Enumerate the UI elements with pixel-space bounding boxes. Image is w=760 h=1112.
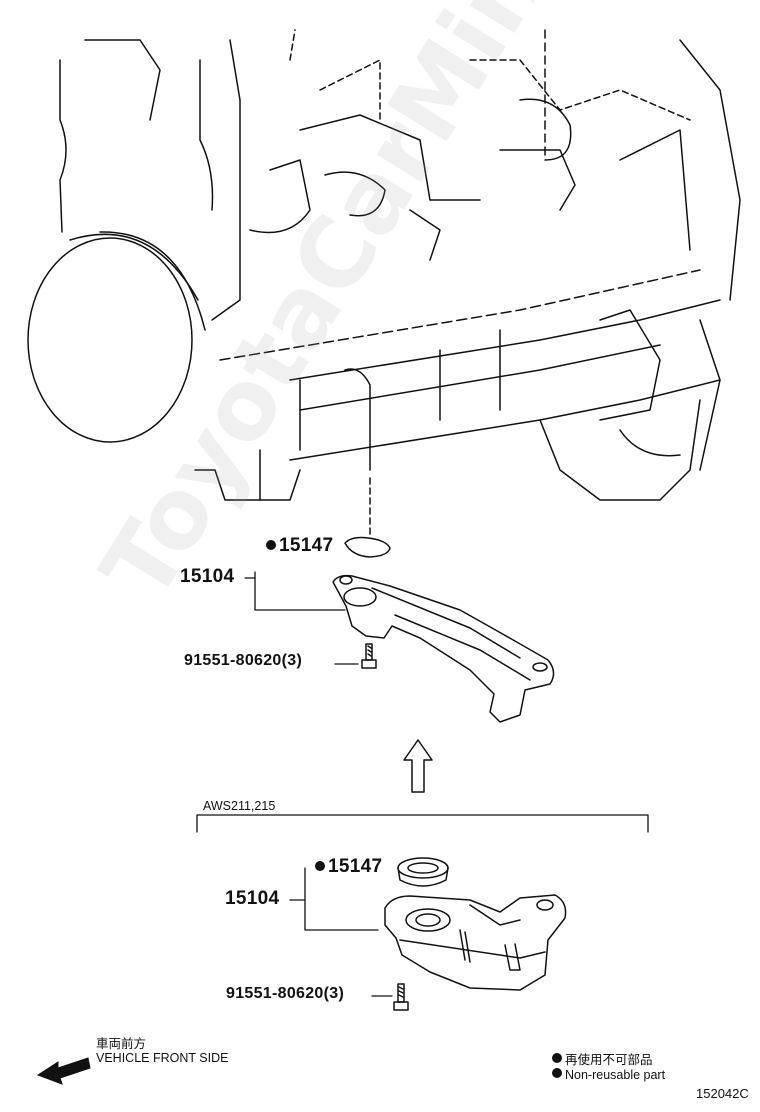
direction-label-jp: 車両前方 xyxy=(96,1037,147,1051)
legend-en: Non-reusable part xyxy=(552,1068,665,1082)
direction-label-en: VEHICLE FRONT SIDE xyxy=(96,1051,229,1065)
variant-label: AWS211,215 xyxy=(203,799,276,813)
lower-assembly xyxy=(289,857,567,1011)
non-reusable-dot-icon xyxy=(315,861,325,871)
upgrade-arrow xyxy=(403,739,433,793)
variant-bracket-line xyxy=(196,814,649,833)
lower-gasket xyxy=(397,857,449,887)
engine-block xyxy=(27,29,741,501)
upper-assembly xyxy=(244,536,555,723)
lower-gasket-label: 15147 xyxy=(315,856,382,878)
lower-bracket xyxy=(384,894,567,991)
upper-gasket xyxy=(344,536,391,558)
lower-gasket-part-number: 15147 xyxy=(328,856,383,877)
upper-bracket-label: 15104 xyxy=(180,566,235,587)
diagram-number: 152042C xyxy=(696,1086,749,1101)
upper-gasket-label: 15147 xyxy=(266,535,333,557)
upper-bracket xyxy=(332,574,555,723)
front-direction-arrow-icon xyxy=(36,1057,91,1085)
legend-jp: 再使用不可部品 xyxy=(552,1049,653,1068)
non-reusable-dot-icon xyxy=(266,540,276,550)
legend-dot-icon xyxy=(552,1053,562,1063)
crank-pulley xyxy=(27,237,193,443)
lower-bracket-label: 15104 xyxy=(225,888,280,909)
upper-bolt-label: 91551-80620(3) xyxy=(184,652,303,669)
lower-bolt xyxy=(393,983,409,1011)
legend-dot-icon xyxy=(552,1068,562,1078)
upper-bolt xyxy=(361,643,377,669)
upper-gasket-part-number: 15147 xyxy=(279,535,334,556)
lower-bolt-label: 91551-80620(3) xyxy=(226,985,345,1002)
